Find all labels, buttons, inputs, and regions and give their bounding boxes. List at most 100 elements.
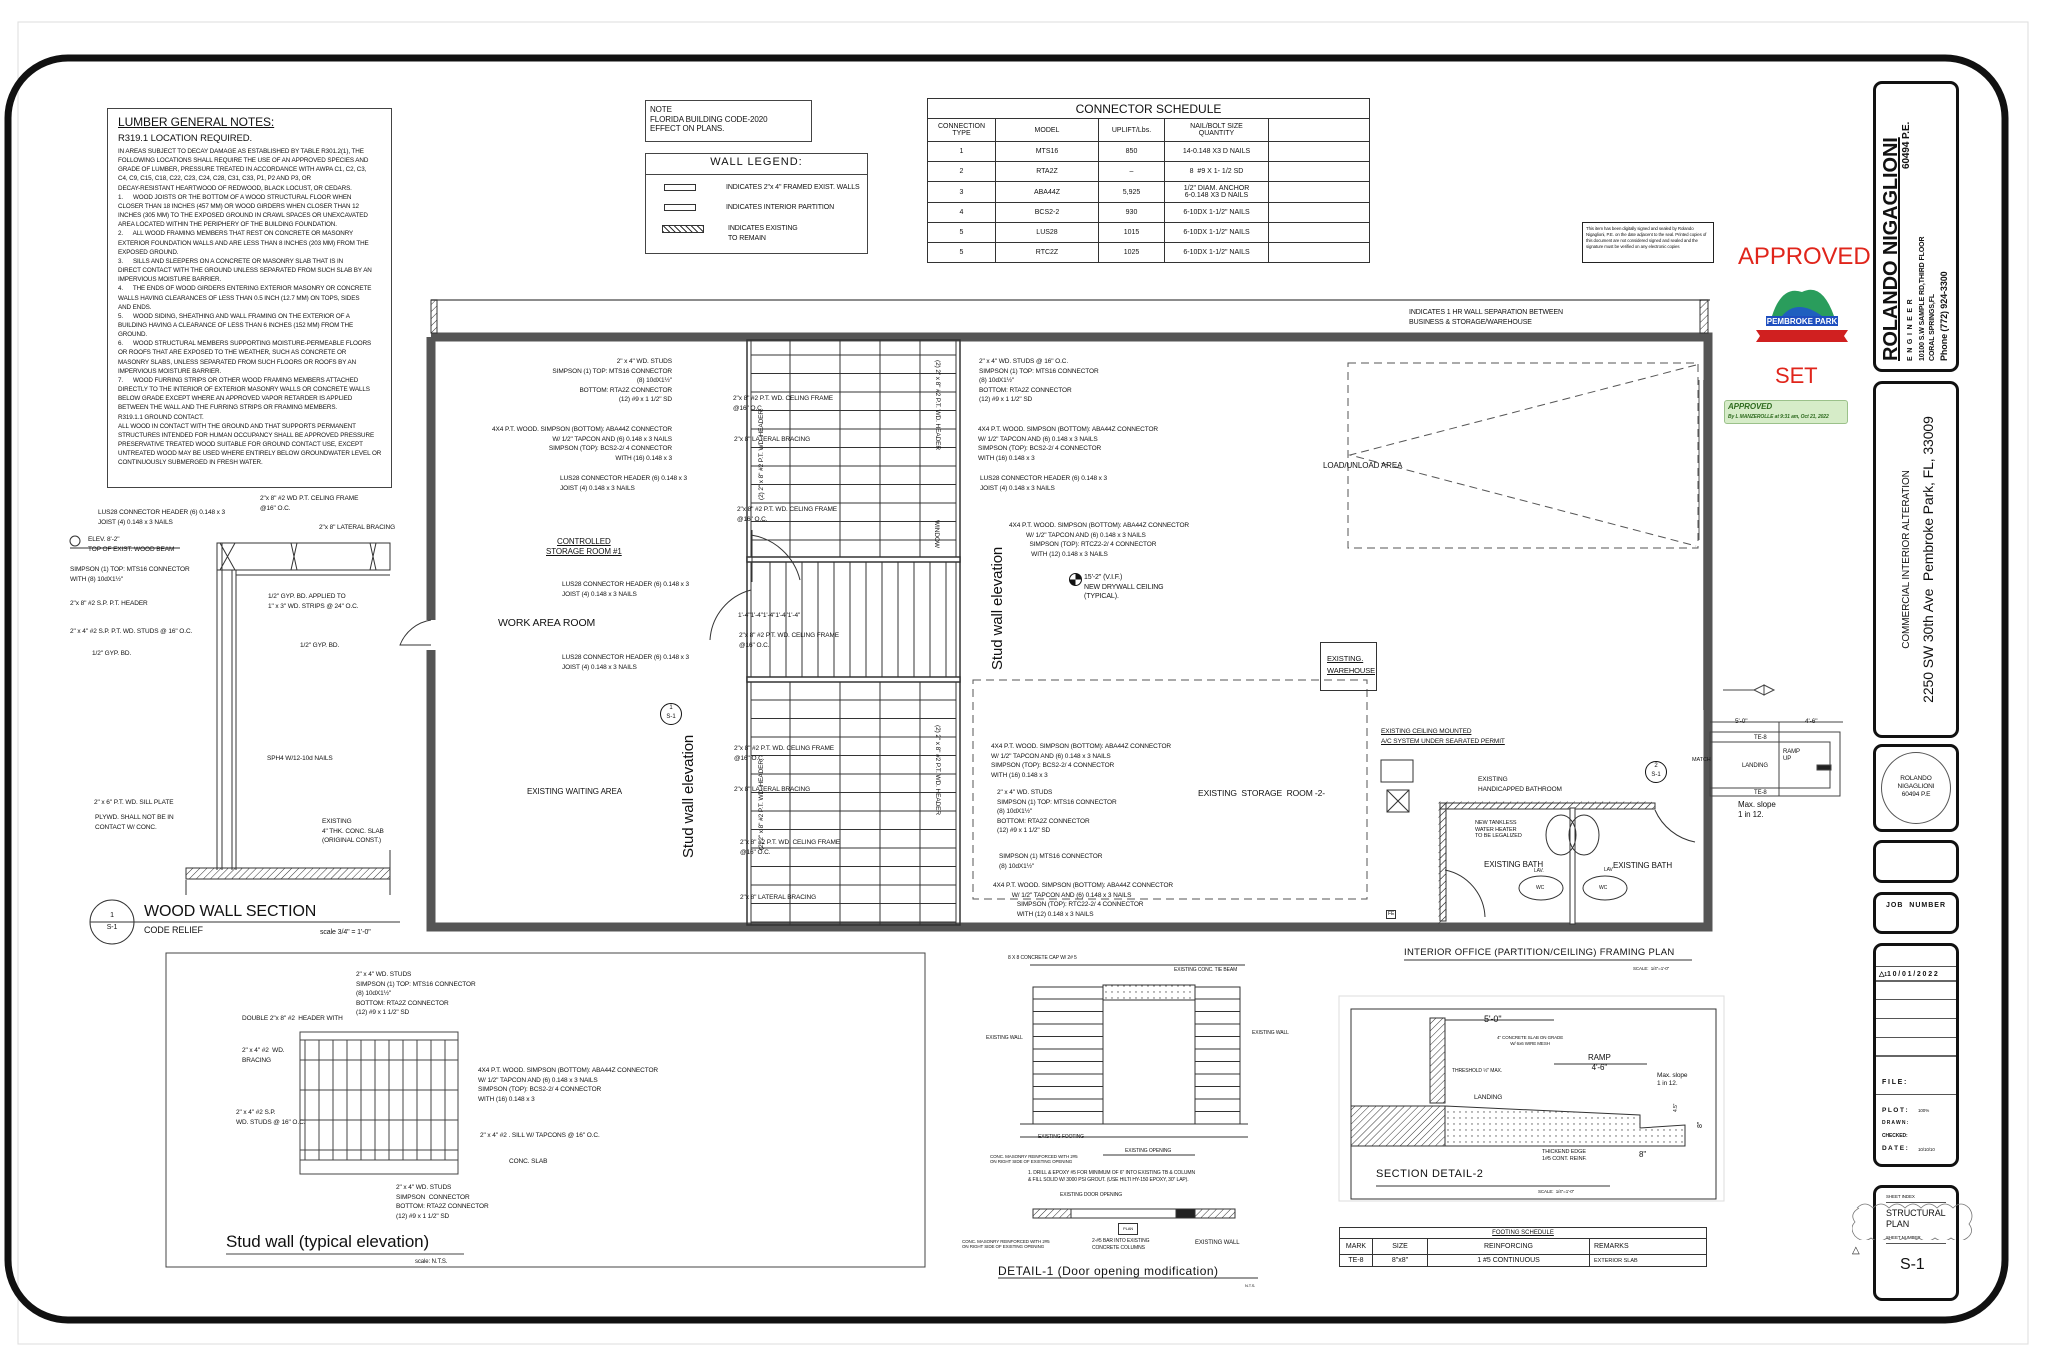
annotation: 2" x 4" WD. STUDS @ 16" O.C. SIMPSON (1)… [979,358,1099,403]
stud-wall-title: Stud wall (typical elevation) [226,1232,430,1251]
dashed-areas [972,362,1699,900]
section-2-label: 8" [1697,1121,1704,1128]
lav-label: LAV. [1534,868,1544,874]
wood-wall-section-scale: scale 3/4" = 1'-0" [320,929,371,936]
section-2-label: Max. slope 1 in 12. [1657,1072,1688,1087]
cell: 5,925 [1098,181,1165,203]
annotation: 2" x 4" WD. STUDS SIMPSON (1) TOP: MTS16… [552,358,672,403]
section-2-label: 5'-0" [1484,1014,1502,1024]
stud-wall-drawing [165,952,926,1268]
room-label-load-unload: LOAD/UNLOAD AREA [1323,461,1403,470]
revision-date: 1 0 / 0 1 / 2 0 2 2 [1886,971,1938,978]
annotation: WINDOW [933,520,940,548]
match-label: MATCH [1692,757,1711,763]
detail-label: EXISTING CONC. TIE BEAM [1174,967,1238,973]
engineer-phone: Phone (772) 924-3300 [1939,271,1949,361]
annotation: 2" x 4" WD. STUDS SIMPSON (1) TOP: MTS16… [997,789,1117,834]
marker-number: 1 [669,705,673,711]
section-label: 1/2" GYP. BD. [92,650,132,657]
wc-label: WC [1536,885,1545,891]
cell: 1 [927,141,996,162]
wall-separation-note: INDICATES 1 HR WALL SEPARATION BETWEEN B… [1409,309,1563,326]
cell: 850 [1098,141,1165,162]
wall-legend: WALL LEGEND: INDICATES 2"x 4" FRAMED EXI… [645,153,868,254]
cell: TE-8 [1339,1254,1373,1267]
cell: MTS16 [995,141,1099,162]
section-label: 1/2" GYP. BD. [300,642,340,649]
marker-sheet: S-1 [106,924,118,931]
entry-ramp [1709,684,1843,797]
detail-label: EXISTING WALL [986,1035,1023,1041]
plot-value: 100% [1918,1108,1930,1113]
section-label: 2" x 6" P.T. WD. SILL PLATE [94,799,174,806]
section-label: 1/2" GYP. BD. APPLIED TO 1" x 3" WD. STR… [268,593,359,610]
annotation: NEW TANKLESS WATER HEATER TO BE LEGALIZE… [1475,820,1522,839]
cell [1268,202,1370,223]
annotation: 4X4 P.T. WOOD. SIMPSON (BOTTOM): ABA44Z … [978,426,1159,462]
section-label: 2" x 4" #2 S.P. P.T. WD. STUDS @ 16" O.C… [70,628,193,635]
stud-wall-label: DOUBLE 2"x 8" #2 HEADER WITH [242,1015,343,1022]
detail-1-title: DETAIL-1 (Door opening modification) [998,1264,1219,1278]
annotation: (2) 2" x 8" #2 P.T. WD. HEADER [934,725,941,815]
checked-label: CHECKED: [1882,1133,1908,1139]
detail-label: EXISTING WALL [1195,1240,1240,1246]
cell [1268,141,1370,162]
ramp-up-label: RAMP UP [1783,749,1800,762]
annotation: 2"x 8" #2 P.T. WD. CELING FRAME @16" O.C… [737,506,838,523]
job-number-box: JOB NUMBER [1873,892,1959,934]
annotation: LUS28 CONNECTOR HEADER (6) 0.148 x 3 JOI… [562,654,690,671]
cell: 4 [927,202,996,223]
table-row: TE-8 8"x8" 1 #5 CONTINUOUS EXTERIOR SLAB [1339,1254,1707,1267]
cell [1268,181,1370,203]
engineer-name: ROLANDO NIGAGLIONI [1880,137,1902,361]
legend-item: INDICATES 2"x 4" FRAMED EXIST. WALLS [726,184,860,191]
seal-text: ROLANDO NIGAGLIONI 60494 P.E [1897,775,1935,798]
section-label: PLYWD. SHALL NOT BE IN CONTACT W/ CONC. [95,814,174,831]
legend-item: INDICATES INTERIOR PARTITION [726,204,835,211]
section-label: ELEV. 8'-2" TOP OF EXIST. WOOD BEAM [88,536,175,553]
connector-schedule-title: CONNECTOR SCHEDULE [927,98,1370,119]
existing-wall-symbol [662,225,704,233]
cell: BCS2-2 [995,202,1099,223]
annotation: 1'-4"1'-4"1'-4"1'-4"1'-4" [738,612,801,619]
cell: 14-0.148 X3 D NAILS [1164,141,1269,162]
room-label-work-area: WORK AREA ROOM [498,617,596,629]
revision-box: △11 0 / 0 1 / 2 0 2 2 F I L E : P L O T … [1873,943,1959,1167]
cell: 930 [1098,202,1165,223]
footing-schedule-title: FOOTING SCHEDULE [1339,1227,1707,1239]
project-type: COMMERCIAL INTERIOR ALTERATION [1901,470,1912,649]
approved-heading: APPROVED [1738,243,1871,270]
pembroke-park-logo: PEMBROKE PARK [1756,289,1848,342]
stud-wall-label: 2" x 4" WD. STUDS SIMPSON CONNECTOR BOTT… [396,1184,489,1220]
section-2-label: THRESHOLD ½" MAX. [1452,1068,1503,1074]
annotation: (2) 2" x 8" #2 P.T. WD. HEADER [758,760,765,850]
cell: EXTERIOR SLAB [1589,1254,1707,1267]
detail-1-scale: N.T.S. [1245,1283,1256,1288]
room-label-warehouse: EXISTING. WAREHOUSE [1327,654,1375,675]
interior-framing-plan-title: INTERIOR OFFICE (PARTITION/CEILING) FRAM… [1404,947,1675,958]
lumber-general-notes: LUMBER GENERAL NOTES: R319.1 LOCATION RE… [107,108,392,488]
lav-label: LAV [1604,867,1613,873]
revision-triangle-icon: △ [1852,1245,1860,1256]
stud-wall-elevation-label: Stud wall elevation [680,734,697,858]
sheet-index-label: SHEET INDEX [1886,1192,1946,1203]
cell: 2 [927,161,996,182]
cell [1268,161,1370,182]
legend-item: INDICATES EXISTING TO REMAIN [728,225,798,242]
annotation: 4X4 P.T. WOOD. SIMPSON (BOTTOM): ABA44Z … [1009,522,1190,558]
date-value: 10/10/10 [1918,1147,1935,1152]
header-cell: REINFORCING [1427,1238,1590,1255]
annotation: 4X4 P.T. WOOD. SIMPSON (BOTTOM): ABA44Z … [993,882,1174,918]
wall-legend-title: WALL LEGEND: [710,156,803,168]
stud-wall-label: 2" x 4" WD. STUDS SIMPSON (1) TOP: MTS16… [356,971,476,1016]
wood-wall-section-drawing [69,535,400,945]
cell: 6-10DX 1-1/2" NAILS [1164,242,1269,263]
bathroom-walls [1380,759,1696,925]
job-number-label: JOB NUMBER [1886,902,1947,909]
detail-label: 1. DRILL & EPOXY #5 FOR MINIMUM OF 6" IN… [1028,1170,1195,1183]
